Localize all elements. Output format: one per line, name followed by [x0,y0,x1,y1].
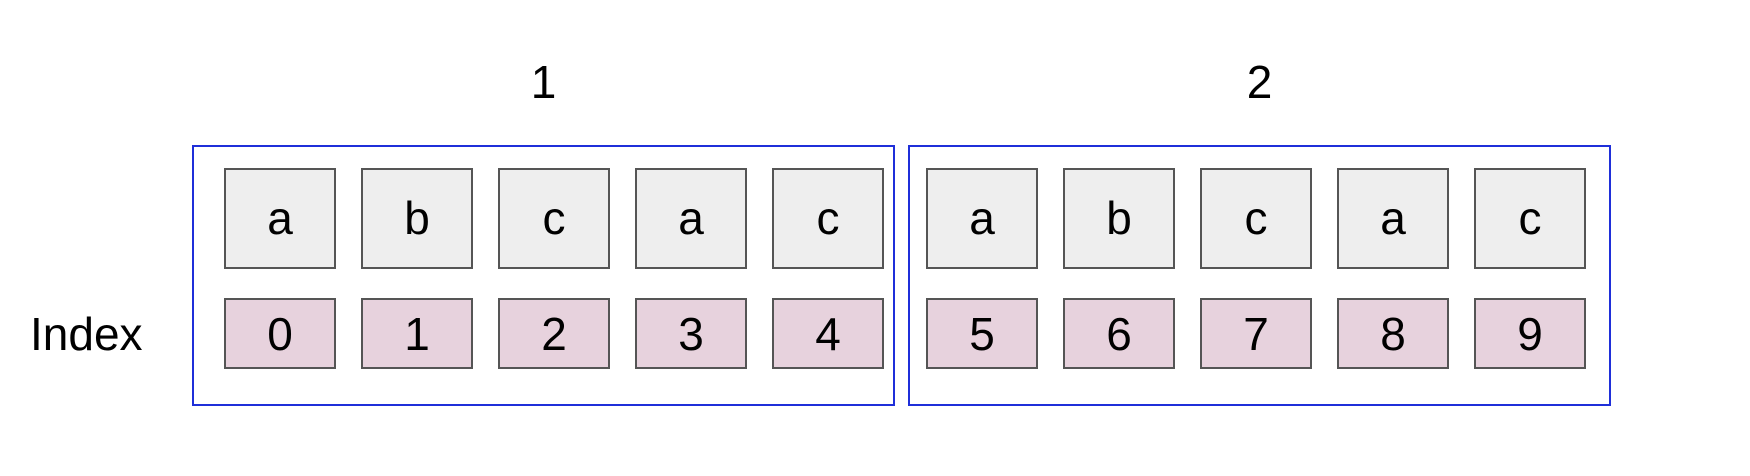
index-cell: 9 [1474,298,1586,369]
value-cell: a [1337,168,1449,269]
value-cell: a [926,168,1038,269]
group-1-box: a b c a c 0 1 2 3 4 [192,145,895,406]
index-cell: 6 [1063,298,1175,369]
value-cell: c [772,168,884,269]
index-cell: 2 [498,298,610,369]
value-cell: a [224,168,336,269]
value-cell: a [635,168,747,269]
group-1-label: 1 [530,56,557,108]
value-cell: c [1200,168,1312,269]
value-cell: b [1063,168,1175,269]
index-cell: 7 [1200,298,1312,369]
value-cell: c [1474,168,1586,269]
index-cell: 8 [1337,298,1449,369]
group-2-label: 2 [1246,56,1273,108]
index-cell: 3 [635,298,747,369]
value-cell: c [498,168,610,269]
group-2-box: a b c a c 5 6 7 8 9 [908,145,1611,406]
index-cell: 4 [772,298,884,369]
index-row-label: Index [30,308,143,360]
index-cell: 1 [361,298,473,369]
index-cell: 0 [224,298,336,369]
index-cell: 5 [926,298,1038,369]
value-cell: b [361,168,473,269]
